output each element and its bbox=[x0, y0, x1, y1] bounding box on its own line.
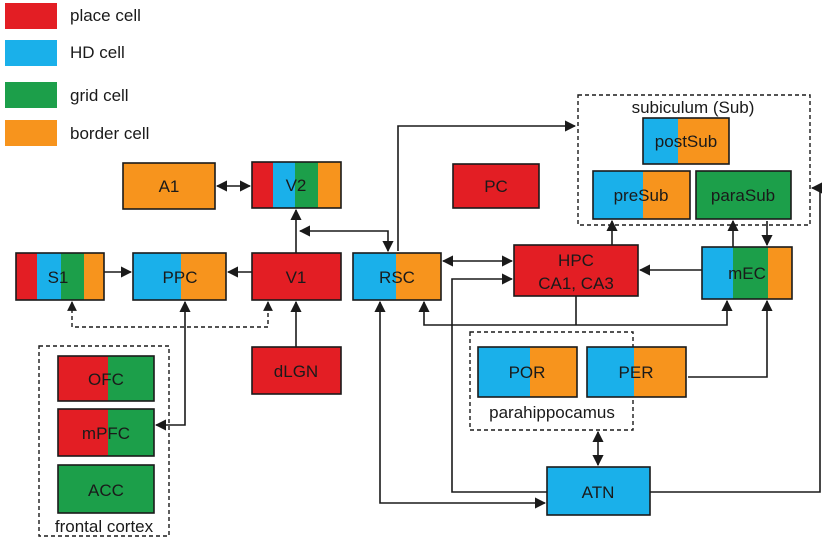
svg-text:ACC: ACC bbox=[88, 481, 124, 500]
svg-text:V2: V2 bbox=[286, 176, 307, 195]
node-s1: S1 bbox=[15, 252, 105, 301]
node-parasub: paraSub bbox=[695, 170, 792, 220]
connections bbox=[67, 120, 823, 509]
node-a1: A1 bbox=[122, 162, 216, 210]
svg-text:CA1, CA3: CA1, CA3 bbox=[538, 274, 614, 293]
legend-label-place: place cell bbox=[70, 6, 141, 25]
legend-swatch-hd bbox=[5, 40, 57, 66]
node-atn: ATN bbox=[546, 466, 651, 516]
node-acc: ACC bbox=[57, 464, 155, 514]
edge-rsc-subiculum bbox=[397, 120, 577, 251]
svg-text:mPFC: mPFC bbox=[82, 424, 130, 443]
node-rsc: RSC bbox=[352, 252, 442, 301]
svg-text:POR: POR bbox=[509, 363, 546, 382]
node-ofc: OFC bbox=[57, 355, 155, 402]
group-frontal bbox=[38, 345, 170, 537]
group-frontal-label: frontal cortex bbox=[55, 517, 154, 536]
node-por: POR bbox=[477, 346, 578, 398]
edge-per-mec bbox=[688, 299, 773, 378]
edge-atn-subiculum bbox=[650, 182, 823, 493]
node-postsub: postSub bbox=[642, 117, 730, 165]
node-v1: V1 bbox=[251, 252, 342, 301]
node-hpc: HPC CA1, CA3 bbox=[513, 244, 639, 297]
group-subiculum bbox=[577, 94, 811, 226]
svg-text:PPC: PPC bbox=[163, 268, 198, 287]
svg-text:HPC: HPC bbox=[558, 251, 594, 270]
legend-label-hd: HD cell bbox=[70, 43, 125, 62]
edge-s1-v1-dashed bbox=[67, 301, 273, 328]
svg-text:V1: V1 bbox=[286, 268, 307, 287]
svg-text:RSC: RSC bbox=[379, 268, 415, 287]
node-ppc: PPC bbox=[132, 252, 227, 301]
legend-swatch-border bbox=[5, 120, 57, 146]
node-presub: preSub bbox=[592, 170, 691, 220]
svg-text:paraSub: paraSub bbox=[711, 186, 775, 205]
edge-ppc-mpfc bbox=[154, 300, 191, 431]
group-subiculum-label: subiculum (Sub) bbox=[632, 98, 755, 117]
node-mpfc: mPFC bbox=[57, 408, 155, 457]
legend-swatch-place bbox=[5, 3, 57, 29]
node-pc: PC bbox=[452, 163, 540, 209]
node-mec: mEC bbox=[701, 246, 793, 300]
svg-text:ATN: ATN bbox=[582, 483, 615, 502]
svg-text:postSub: postSub bbox=[655, 132, 717, 151]
edge-atn-rsc bbox=[374, 300, 547, 509]
svg-text:S1: S1 bbox=[48, 268, 69, 287]
svg-text:OFC: OFC bbox=[88, 370, 124, 389]
node-per: PER bbox=[586, 346, 687, 398]
svg-text:dLGN: dLGN bbox=[274, 362, 318, 381]
group-parahippocampus-label: parahippocamus bbox=[489, 403, 615, 422]
svg-text:preSub: preSub bbox=[614, 186, 669, 205]
legend: place cell HD cell grid cell border cell bbox=[5, 3, 149, 146]
svg-text:PER: PER bbox=[619, 363, 654, 382]
edge-v2-rsc bbox=[298, 225, 394, 253]
node-dlgn: dLGN bbox=[251, 346, 342, 395]
svg-text:PC: PC bbox=[484, 177, 508, 196]
node-v2: V2 bbox=[251, 161, 342, 209]
legend-swatch-grid bbox=[5, 82, 57, 108]
svg-text:mEC: mEC bbox=[728, 264, 766, 283]
legend-label-grid: grid cell bbox=[70, 86, 129, 105]
svg-text:A1: A1 bbox=[159, 177, 180, 196]
legend-label-border: border cell bbox=[70, 124, 149, 143]
